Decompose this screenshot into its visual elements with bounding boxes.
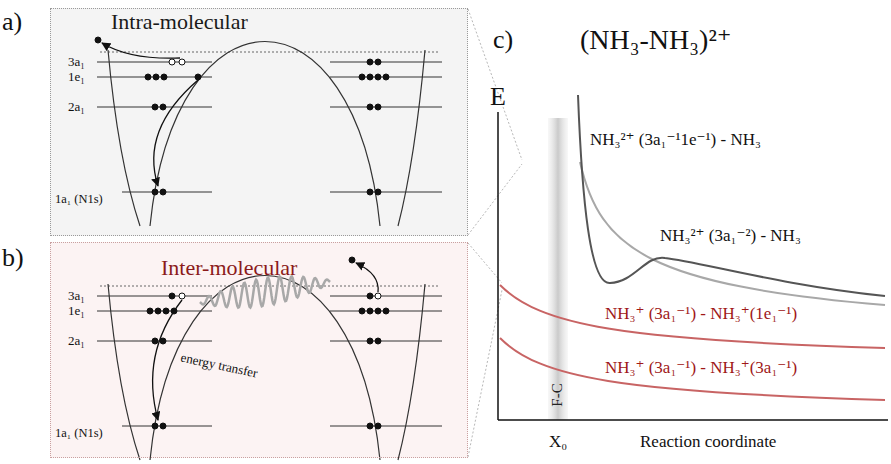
orbital-label: 3a₁ bbox=[68, 289, 85, 304]
axis-tick-label: X₀ bbox=[549, 432, 567, 452]
orbital-label: 2a₁ bbox=[68, 334, 85, 349]
panel-ground bbox=[50, 242, 468, 458]
axis-label: E bbox=[490, 82, 506, 112]
process-label: energy transfer bbox=[179, 351, 258, 382]
band-label: F-C bbox=[549, 383, 566, 406]
panel-letter: c) bbox=[493, 25, 513, 55]
panel-letter: b) bbox=[2, 243, 24, 273]
panel-heading: Inter-molecular bbox=[161, 255, 297, 280]
system-title: (NH₃-NH₃)²⁺ bbox=[580, 24, 732, 56]
well-pair bbox=[95, 37, 442, 226]
state-label: NH₃²⁺ (3a₁⁻¹1e⁻¹) - NH₃ bbox=[590, 130, 761, 150]
orbital-label: 1e₁ bbox=[68, 304, 85, 319]
panel-box: Inter-molecular bbox=[50, 242, 468, 458]
orbital-label: 3a₁ bbox=[68, 55, 85, 70]
panel-heading: Intra-molecular bbox=[111, 9, 248, 34]
well-pair bbox=[97, 257, 442, 460]
energy-level-wells bbox=[95, 37, 442, 460]
orbital-label: 1a₁ (N1s) bbox=[55, 426, 103, 440]
orbital-label: 1e₁ bbox=[68, 70, 85, 85]
panel-letter: a) bbox=[2, 7, 22, 37]
franck-condon-band bbox=[548, 118, 568, 420]
panel-box: Intra-molecular bbox=[50, 8, 468, 236]
leader-lines bbox=[468, 9, 522, 457]
panel-ground bbox=[50, 8, 468, 236]
orbital-label: 2a₁ bbox=[68, 100, 85, 115]
state-label: NH₃⁺ (3a₁⁻¹) - NH₃⁺(3a₁⁻¹) bbox=[605, 358, 797, 378]
axes bbox=[498, 112, 888, 420]
orbital-label: 1a₁ (N1s) bbox=[55, 192, 103, 206]
axis-label: Reaction coordinate bbox=[640, 432, 776, 452]
state-label: NH₃⁺ (3a₁⁻¹) - NH₃⁺(1e₁⁻¹) bbox=[605, 304, 797, 324]
franck-condon-band: F-C bbox=[548, 118, 568, 420]
state-label: NH₃²⁺ (3a₁⁻²) - NH₃ bbox=[660, 226, 801, 246]
potential-curves bbox=[500, 95, 885, 400]
